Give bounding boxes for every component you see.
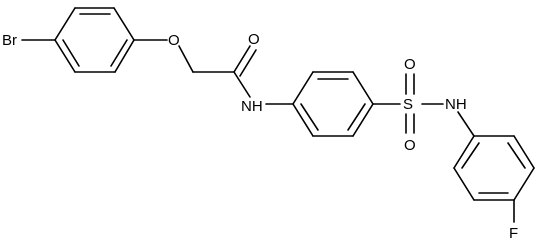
double-bond bbox=[300, 103, 319, 131]
double-bond bbox=[507, 142, 526, 169]
double-bond bbox=[239, 49, 257, 77]
sulfur-label: S bbox=[403, 96, 413, 113]
sulfonyl-oxygen-top-label: O bbox=[404, 56, 416, 73]
sulfonamide-nitrogen-label: NH bbox=[445, 96, 467, 113]
bond bbox=[292, 103, 314, 137]
bond bbox=[113, 7, 135, 41]
central-phenylene-ring bbox=[292, 71, 374, 137]
bond bbox=[54, 39, 76, 73]
bond bbox=[352, 71, 374, 105]
bond bbox=[457, 111, 475, 137]
amide-nitrogen-label: NH bbox=[241, 98, 263, 115]
ether-oxygen-label: O bbox=[168, 32, 180, 49]
bromophenyl-ring bbox=[54, 7, 135, 73]
carbonyl-oxygen-label: O bbox=[248, 31, 260, 48]
bond bbox=[292, 71, 314, 105]
bond bbox=[513, 135, 535, 169]
bond bbox=[233, 45, 251, 73]
fluorine-label: F bbox=[509, 225, 518, 242]
double-bond bbox=[347, 103, 366, 131]
fluorophenyl-ring bbox=[453, 135, 535, 201]
double-bond bbox=[110, 39, 128, 67]
bromine-label: Br bbox=[2, 32, 17, 49]
bond bbox=[453, 135, 475, 169]
bond bbox=[453, 167, 475, 201]
bond bbox=[54, 7, 76, 41]
bond bbox=[233, 71, 251, 98]
bond bbox=[352, 103, 374, 137]
bond bbox=[513, 167, 535, 201]
double-bond bbox=[62, 39, 80, 67]
sulfonyl-oxygen-bottom-label: O bbox=[404, 137, 416, 154]
double-bond bbox=[461, 142, 480, 169]
bond bbox=[178, 45, 194, 73]
bond bbox=[114, 39, 135, 73]
